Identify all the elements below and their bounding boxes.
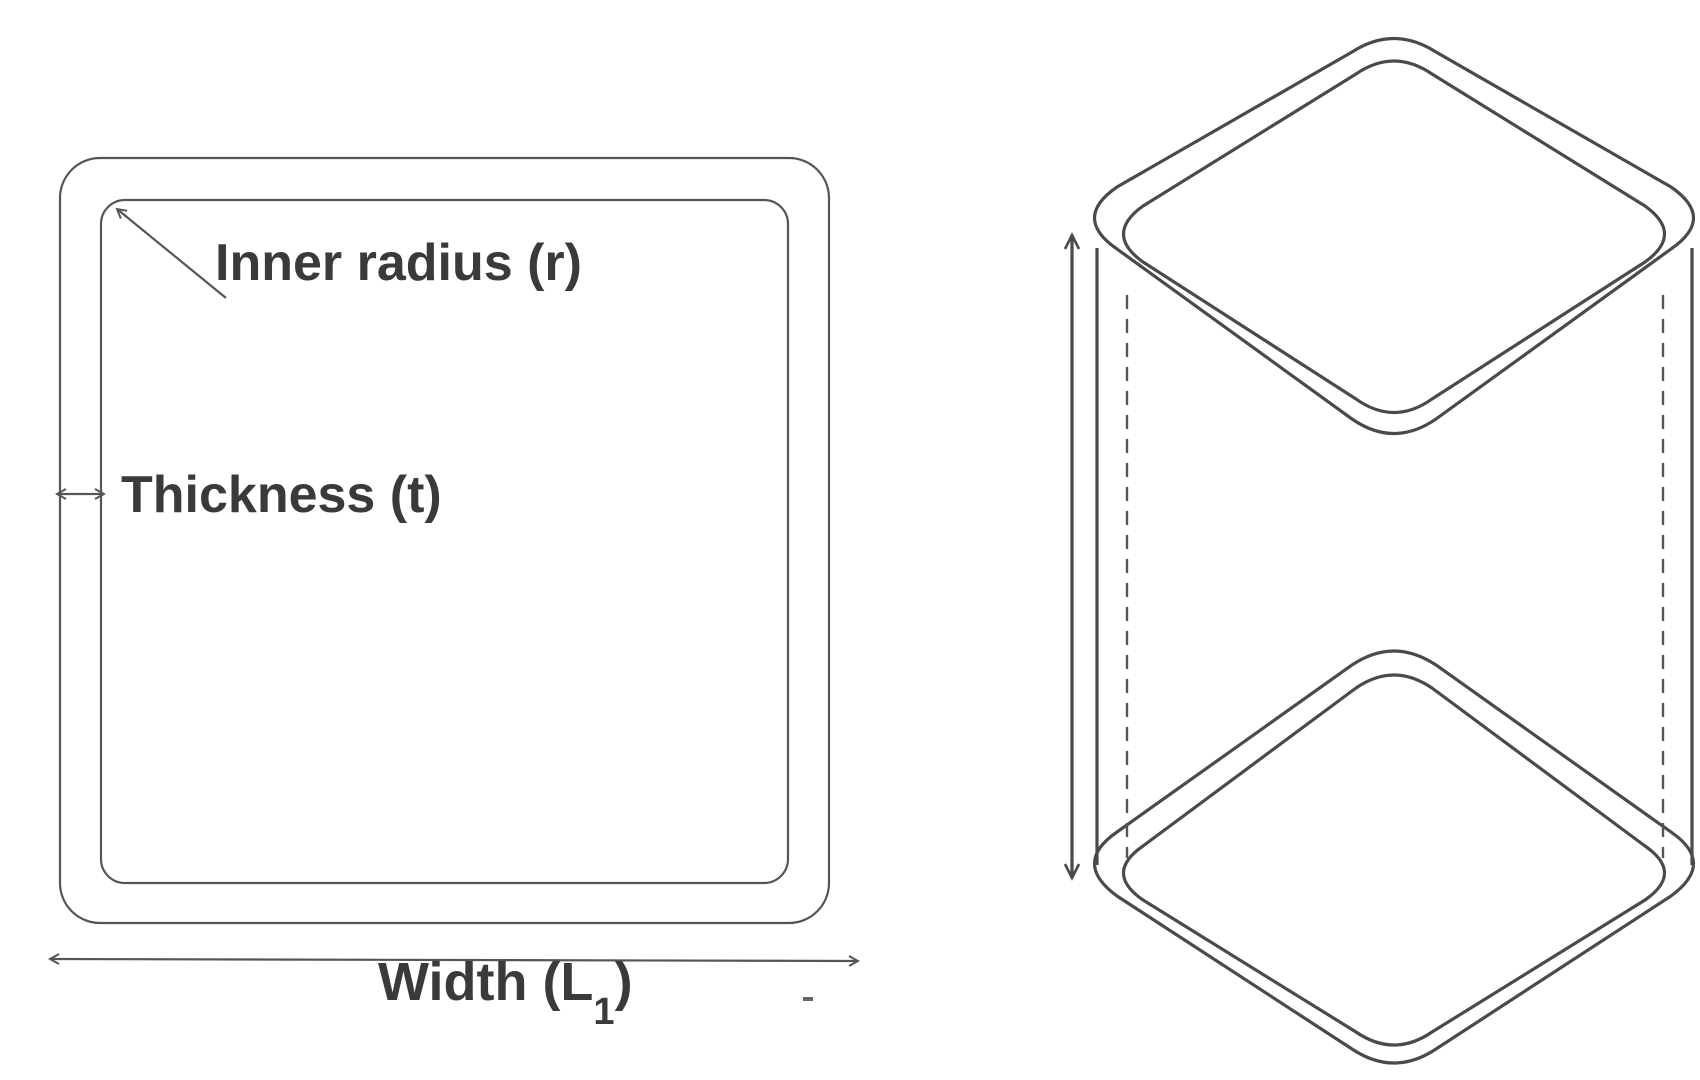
cross-section-view: Inner radius (r) Thickness (t) Width (L1… xyxy=(50,156,858,1033)
bottom-inner-outline xyxy=(1121,673,1667,1047)
isometric-tube-view xyxy=(1063,36,1696,1065)
inner-square-outline xyxy=(99,198,790,885)
top-outer-outline xyxy=(1092,36,1696,436)
bottom-outer-outline xyxy=(1092,649,1696,1065)
inner-radius-arrow xyxy=(117,209,227,299)
width-label: Width (L1) xyxy=(378,952,633,1033)
width-arrow xyxy=(50,959,858,961)
inner-radius-label: Inner radius (r) xyxy=(215,234,582,292)
outer-square-outline xyxy=(58,156,831,925)
top-inner-outline xyxy=(1121,59,1667,415)
stray-mark xyxy=(803,997,813,1001)
thickness-label: Thickness (t) xyxy=(121,466,442,524)
